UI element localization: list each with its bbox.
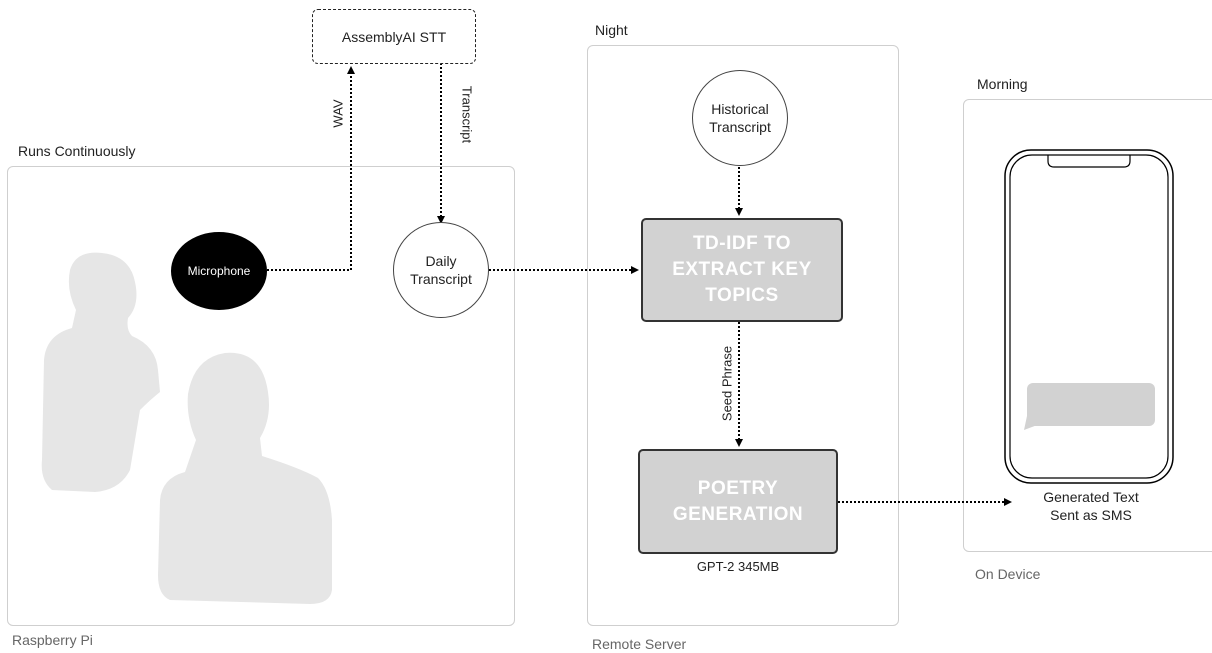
tfidf-line-2: EXTRACT KEY bbox=[672, 259, 812, 280]
raspberry-pi-label: Raspberry Pi bbox=[12, 632, 93, 648]
tfidf-extract-topics-node: TD-IDF TO EXTRACT KEY TOPICS bbox=[641, 218, 843, 322]
historical-transcript-node: Historical Transcript bbox=[692, 70, 788, 166]
tfidf-line-1: TD-IDF TO bbox=[692, 233, 792, 254]
morning-label: Morning bbox=[977, 76, 1028, 92]
sms-bubble bbox=[1027, 383, 1155, 426]
generated-text-label: Generated Text Sent as SMS bbox=[1016, 488, 1166, 524]
generated-text-line-1: Generated Text bbox=[1043, 489, 1139, 505]
daily-transcript-line-2: Transcript bbox=[410, 271, 472, 287]
model-caption: GPT-2 345MB bbox=[696, 559, 780, 574]
tfidf-line-3: TOPICS bbox=[705, 285, 779, 306]
poetry-line-1: POETRY bbox=[697, 477, 779, 499]
microphone-node: Microphone bbox=[171, 232, 267, 310]
assemblyai-stt-node: AssemblyAI STT bbox=[312, 9, 476, 64]
daily-transcript-node: Daily Transcript bbox=[393, 222, 489, 318]
remote-server-label: Remote Server bbox=[592, 636, 687, 652]
poetry-line-2: GENERATION bbox=[672, 503, 804, 525]
historical-transcript-line-1: Historical bbox=[711, 101, 769, 117]
night-label: Night bbox=[595, 22, 628, 38]
generated-text-line-2: Sent as SMS bbox=[1050, 507, 1132, 523]
historical-transcript-line-2: Transcript bbox=[709, 119, 771, 135]
daily-transcript-line-1: Daily bbox=[425, 253, 457, 269]
runs-continuously-label: Runs Continuously bbox=[18, 143, 136, 159]
poetry-generation-node: POETRY GENERATION bbox=[638, 449, 838, 554]
on-device-label: On Device bbox=[975, 566, 1041, 582]
microphone-label: Microphone bbox=[187, 264, 251, 278]
